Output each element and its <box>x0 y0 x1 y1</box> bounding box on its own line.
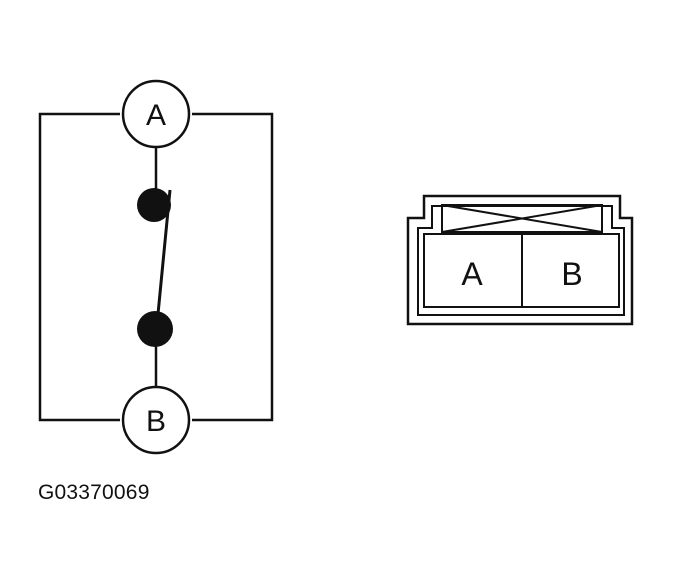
connector-lock-tab <box>441 204 603 233</box>
terminal-a-circle <box>121 79 191 149</box>
terminal-b-circle <box>121 385 191 455</box>
connector-pin-cavity-b <box>521 233 620 308</box>
schematic-loop-wire <box>38 112 274 422</box>
connector-pin-b-label: B <box>561 256 582 292</box>
switch-contact-lower <box>137 311 173 347</box>
lock-tab-cross-2 <box>441 204 603 233</box>
terminal-b-label: B <box>146 405 166 438</box>
connector-shell-outer <box>406 194 634 326</box>
switch-contact-upper <box>137 188 171 222</box>
terminal-a: A <box>121 79 191 149</box>
connector-pin-a-label: A <box>461 256 483 292</box>
switch-schematic <box>38 112 274 422</box>
figure-id: G03370069 <box>38 481 150 504</box>
connector-shell-inner <box>417 205 625 316</box>
terminal-a-label: A <box>146 99 166 132</box>
terminal-b: B <box>121 385 191 455</box>
connector-face <box>406 194 634 326</box>
